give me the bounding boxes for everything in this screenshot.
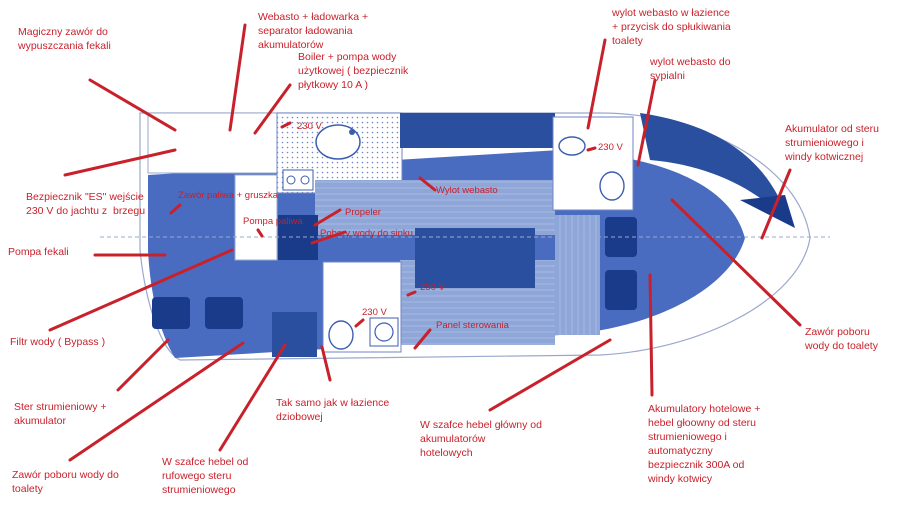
label-fuel-valve: Zawór paliwa + gruszka (178, 190, 279, 201)
label-propeller: Propeler (345, 207, 381, 218)
stove-burner-2 (300, 175, 310, 185)
bow-tip (740, 195, 795, 228)
label-water-intake-sink: Pobory wody do sinku (320, 228, 413, 239)
label-boiler-pump: Boiler + pompa wody użytkowej ( bezpiecz… (298, 51, 409, 91)
aft-cushion-1 (152, 297, 190, 329)
label-webasto-outlet-bathroom: wylot webasto w łazience + przycisk do s… (612, 7, 731, 47)
aft-cushion-2 (205, 297, 243, 329)
bow-wedge (640, 113, 790, 225)
bow-bathroom-sink (558, 136, 586, 156)
label-fecal-valve: Magiczny zawór do wypuszczania fekali (18, 26, 111, 52)
bow-cushion-2 (605, 270, 637, 310)
label-water-intake-toilet-bow: Zawór poboru wody do toalety (805, 326, 878, 352)
stove-burner-1 (286, 175, 296, 185)
label-house-batteries: Akumulatory hotelowe + hebel głoowny od … (648, 403, 761, 485)
stove (282, 169, 314, 191)
label-battery-bow: Akumulator od steru strumieniowego i win… (785, 123, 879, 163)
label-230v-saloon: 230 V (420, 282, 445, 293)
aft-cushion-3 (272, 312, 317, 357)
table (415, 228, 535, 288)
leader-lines (48, 23, 802, 462)
label-same-as-bow: Tak samo jak w łazience dziobowej (276, 397, 390, 423)
label-fuse-es: Bezpiecznik "ES" wejście 230 V do jachtu… (26, 191, 146, 217)
bow-toilet (599, 171, 625, 201)
label-fuel-pump: Pompa paliwa (243, 216, 303, 227)
label-230v-galley: 230 V (297, 121, 322, 132)
label-230v-bow-bathroom: 230 V (598, 142, 623, 153)
label-main-switch: W szafce hebel główny od akumulatorów ho… (420, 419, 542, 459)
stern-white-lower (234, 174, 278, 261)
stern-white-area (147, 112, 279, 174)
bow-floor (555, 215, 600, 335)
label-230v-aft-bathroom: 230 V (362, 307, 387, 318)
label-fecal-pump: Pompa fekali (8, 246, 69, 258)
label-water-filter: Filtr wody ( Bypass ) (10, 336, 106, 348)
label-water-intake-toilet: Zawór poboru wody do toalety (12, 469, 119, 495)
aft-sink (374, 322, 394, 342)
label-webasto-charger: Webasto + ładowarka + separator ładowani… (258, 11, 369, 51)
saloon-seat (400, 113, 555, 148)
label-stern-switch: W szafce hebel od rufowego steru strumie… (162, 456, 249, 496)
aft-toilet (328, 320, 354, 350)
label-webasto-outlet: Wylot webasto (436, 185, 498, 196)
sink-drain (349, 129, 355, 135)
label-stern-thruster: Ster strumieniowy + akumulator (14, 401, 107, 427)
label-webasto-outlet-bedroom: wylot webasto do sypialni (650, 56, 731, 82)
label-control-panel: Panel sterowania (436, 320, 509, 331)
sink-oval (315, 124, 361, 160)
